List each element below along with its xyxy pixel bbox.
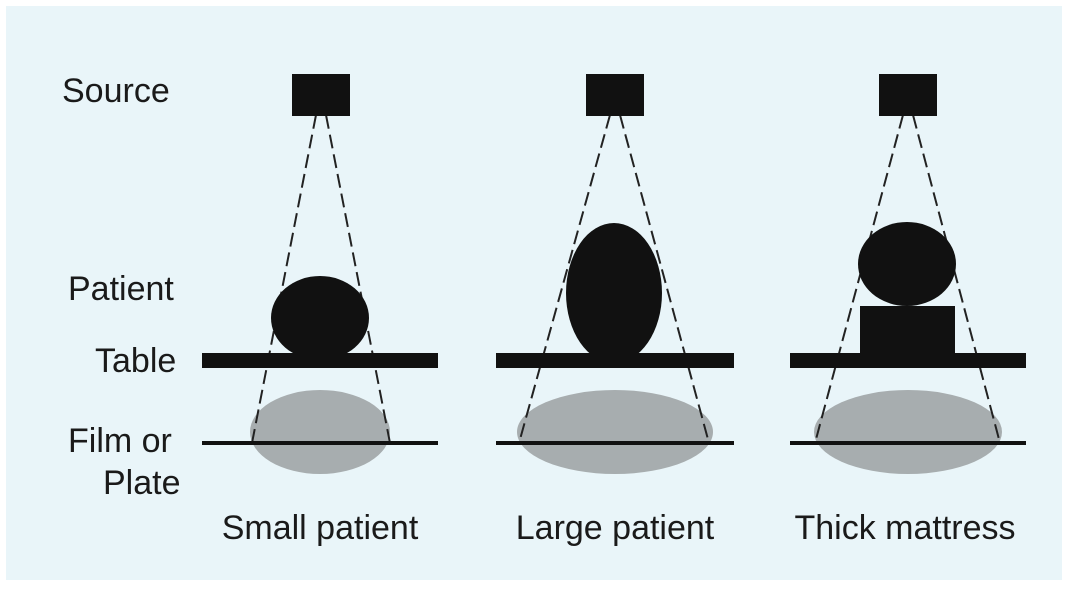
image-shadow <box>814 390 1002 474</box>
beam-edge-right <box>619 114 710 444</box>
image-shadow <box>517 390 713 474</box>
label-film-line2: Plate <box>103 464 181 502</box>
xray-source <box>586 74 644 116</box>
label-table: Table <box>95 342 176 380</box>
caption-thick-mattress: Thick mattress <box>794 509 1015 547</box>
caption-large-patient: Large patient <box>516 509 715 547</box>
xray-source <box>879 74 937 116</box>
image-shadow <box>250 390 390 474</box>
patient-body <box>566 223 662 363</box>
xray-source <box>292 74 350 116</box>
patient-body <box>271 276 369 360</box>
label-patient: Patient <box>68 270 174 308</box>
caption-small-patient: Small patient <box>222 509 419 547</box>
beam-edge-left <box>251 114 317 444</box>
beam-edge-left <box>814 114 904 444</box>
panel-small-patient: Small patient <box>202 74 438 547</box>
label-source: Source <box>62 72 170 110</box>
panel-thick-mattress: Thick mattress <box>790 74 1026 547</box>
table-bar <box>496 353 734 368</box>
table-bar <box>202 353 438 368</box>
panel-large-patient: Large patient <box>496 74 734 547</box>
beam-edge-right <box>325 114 391 444</box>
beam-edge-right <box>912 114 1001 444</box>
mattress-block <box>860 306 955 356</box>
beam-edge-left <box>518 114 611 444</box>
label-film-line1: Film or <box>68 422 172 460</box>
patient-body <box>858 222 956 306</box>
table-bar <box>790 353 1026 368</box>
